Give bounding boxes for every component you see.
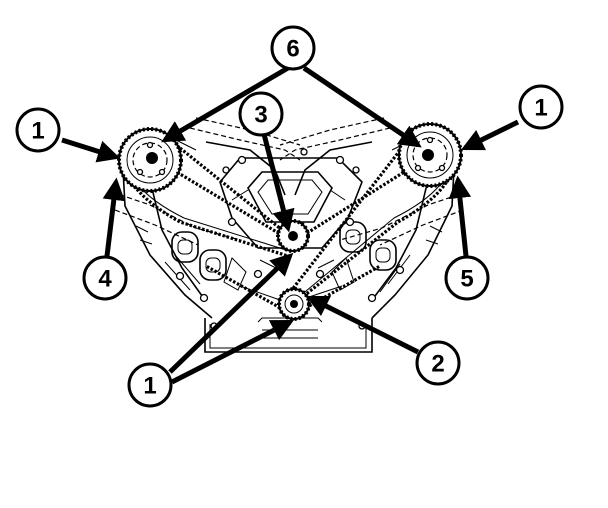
callout-1-bottom: 1: [127, 362, 173, 408]
svg-text:2: 2: [431, 351, 444, 378]
svg-text:4: 4: [98, 266, 112, 293]
crankshaft-sprocket: [277, 287, 311, 321]
callout-2: 2: [415, 340, 461, 386]
svg-text:1: 1: [31, 118, 44, 145]
callout-6: 6: [270, 25, 316, 71]
callout-5: 5: [444, 255, 490, 301]
callout-3: 3: [238, 91, 284, 137]
svg-text:6: 6: [286, 36, 299, 63]
svg-text:1: 1: [534, 95, 547, 122]
idler-sprocket: [276, 219, 310, 253]
leader-lines: [61, 65, 520, 385]
svg-text:3: 3: [254, 102, 267, 129]
callout-1-left: 1: [15, 107, 61, 153]
svg-text:5: 5: [460, 266, 473, 293]
callout-1-right: 1: [518, 84, 564, 130]
right-cam-sprocket: [397, 122, 463, 188]
callout-4: 4: [82, 255, 128, 301]
svg-text:1: 1: [143, 373, 156, 400]
